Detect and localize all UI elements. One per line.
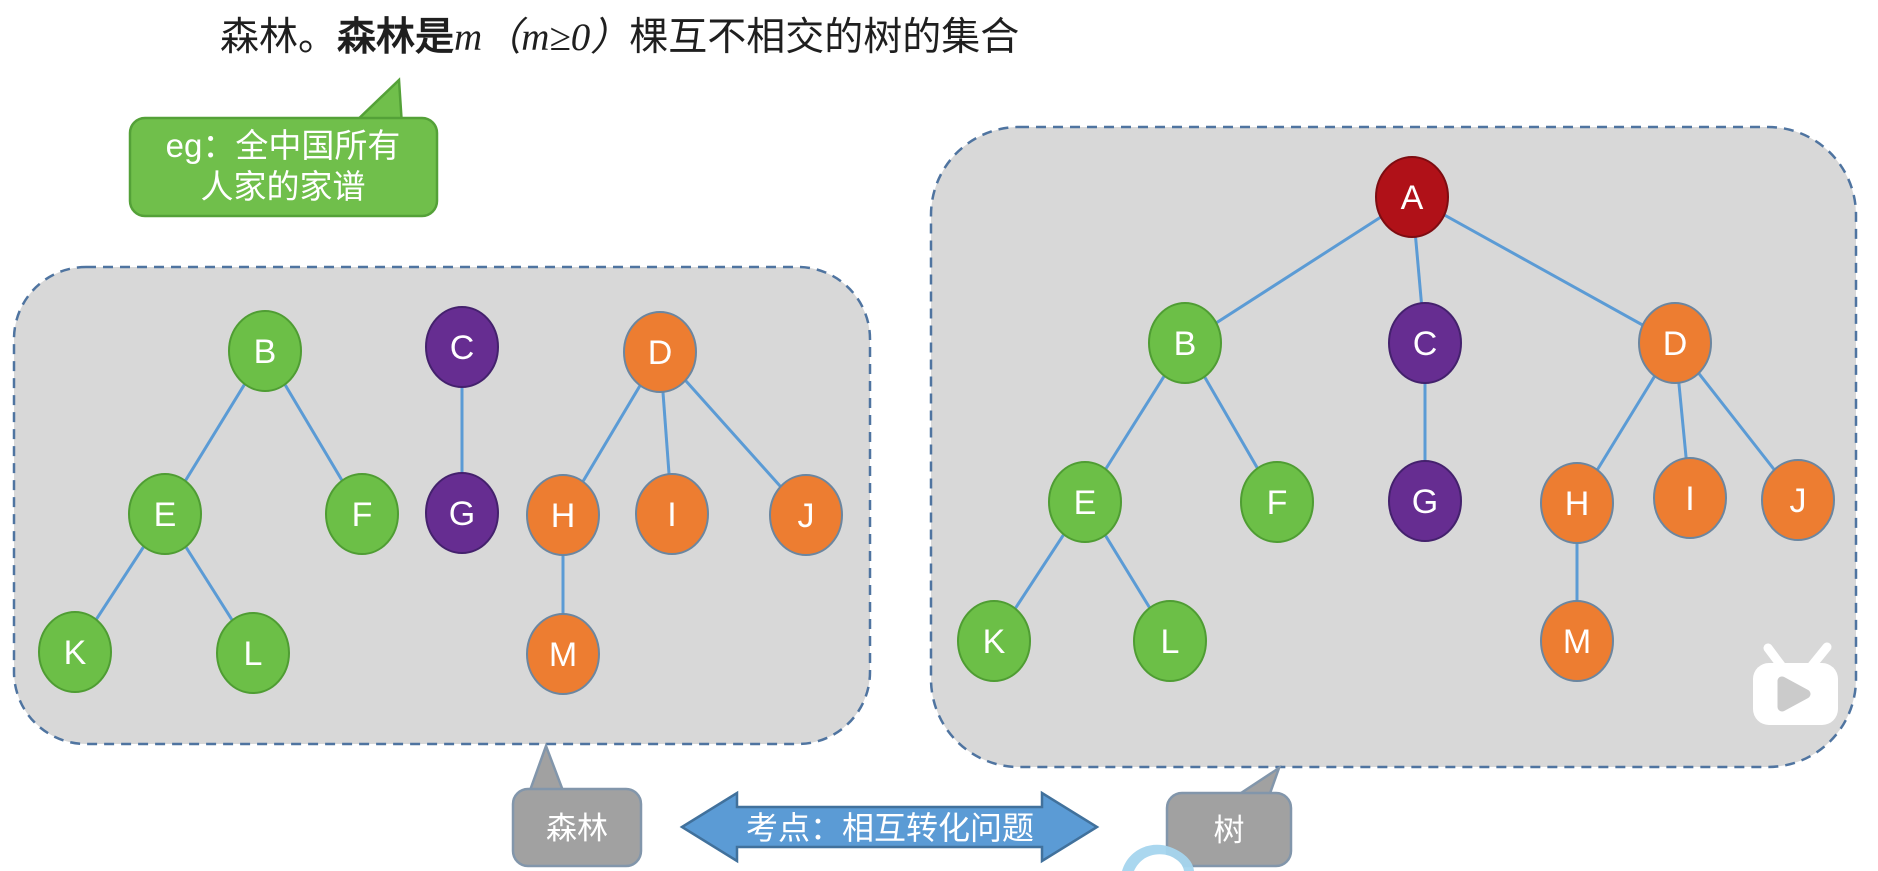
node-label-tree-K: K xyxy=(983,623,1006,661)
node-label-forest-C: C xyxy=(450,329,475,367)
node-tree-L xyxy=(1133,600,1207,682)
node-label-tree-D: D xyxy=(1663,325,1688,363)
node-label-forest-B: B xyxy=(254,333,277,371)
node-label-tree-J: J xyxy=(1790,482,1807,520)
node-label-forest-D: D xyxy=(648,334,673,372)
forest-label: 森林 xyxy=(546,811,608,846)
node-tree-C xyxy=(1388,302,1462,384)
node-label-forest-G: G xyxy=(449,495,475,533)
node-forest-B xyxy=(228,310,302,392)
node-tree-K xyxy=(957,600,1031,682)
node-tree-F xyxy=(1240,461,1314,543)
conversion-arrow-label: 考点：相互转化问题 xyxy=(746,810,1034,846)
edge-tree-A-D xyxy=(1411,195,1676,345)
example-speech-bubble: eg：全中国所有 人家的家谱 xyxy=(128,77,439,218)
node-forest-I xyxy=(635,473,709,555)
node-tree-D xyxy=(1638,302,1712,384)
node-label-forest-J: J xyxy=(798,497,815,535)
edge-tree-A-B xyxy=(1184,195,1413,345)
node-label-tree-M: M xyxy=(1563,623,1591,661)
node-forest-C xyxy=(425,306,499,388)
node-label-tree-I: I xyxy=(1685,480,1694,518)
node-forest-L xyxy=(216,612,290,694)
forest-label-body xyxy=(511,787,643,868)
node-label-tree-A: A xyxy=(1401,179,1424,217)
node-label-forest-F: F xyxy=(352,496,373,534)
tree-diagram: A B C D E F G H I J K L M xyxy=(957,156,1835,682)
node-forest-J xyxy=(769,474,843,556)
node-tree-J xyxy=(1761,459,1835,541)
example-bubble-line1: eg：全中国所有 xyxy=(166,127,401,164)
node-label-tree-E: E xyxy=(1074,484,1097,522)
node-forest-H xyxy=(526,474,600,556)
tv-play-icon[interactable] xyxy=(1753,642,1838,725)
node-label-tree-F: F xyxy=(1267,484,1288,522)
node-forest-M xyxy=(526,613,600,695)
blue-swirl-watermark xyxy=(1122,844,1194,871)
speech-bubble-body xyxy=(128,116,439,218)
node-label-forest-M: M xyxy=(549,636,577,674)
node-tree-E xyxy=(1048,461,1122,543)
node-label-forest-L: L xyxy=(244,635,263,673)
node-forest-E xyxy=(128,473,202,555)
node-label-tree-C: C xyxy=(1413,325,1438,363)
node-label-forest-K: K xyxy=(64,634,87,672)
node-forest-K xyxy=(38,611,112,693)
node-label-forest-H: H xyxy=(551,497,576,535)
node-forest-D xyxy=(623,311,697,393)
node-forest-F xyxy=(325,473,399,555)
node-label-tree-B: B xyxy=(1174,325,1197,363)
double-arrow-shape xyxy=(679,790,1100,864)
node-tree-B xyxy=(1148,302,1222,384)
tree-label: 树 xyxy=(1214,813,1245,848)
example-bubble-line2: 人家的家谱 xyxy=(201,168,366,205)
node-label-forest-I: I xyxy=(667,496,676,534)
page-title: 森林。森林是m（m≥0）棵互不相交的树的集合 xyxy=(220,16,1019,59)
node-forest-G xyxy=(425,472,499,554)
forest-diagram: B C D E F G H I J K L M xyxy=(38,306,843,695)
node-tree-M xyxy=(1540,600,1614,682)
conversion-arrow: 考点：相互转化问题 xyxy=(679,790,1100,864)
node-label-tree-H: H xyxy=(1565,485,1590,523)
node-label-forest-E: E xyxy=(154,496,177,534)
node-label-tree-L: L xyxy=(1161,623,1180,661)
node-tree-A xyxy=(1375,156,1449,238)
tree-label-body xyxy=(1165,791,1293,868)
node-tree-I xyxy=(1653,457,1727,539)
node-label-tree-G: G xyxy=(1412,483,1438,521)
forest-label-bubble: 森林 xyxy=(511,742,643,868)
node-tree-H xyxy=(1540,462,1614,544)
tree-label-bubble: 树 xyxy=(1165,764,1293,868)
play-triangle-icon xyxy=(1777,676,1811,712)
node-tree-G xyxy=(1388,460,1462,542)
